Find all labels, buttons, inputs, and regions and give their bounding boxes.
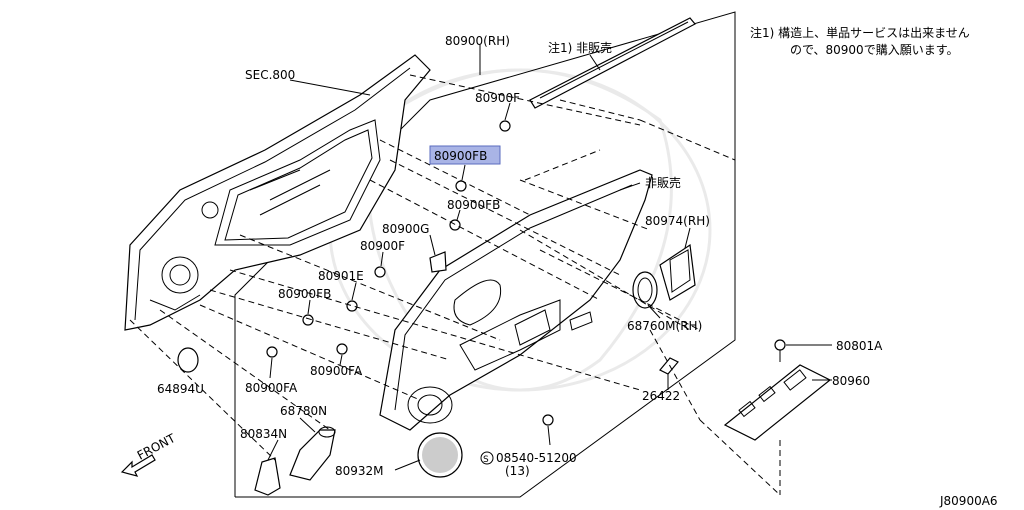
speaker — [632, 271, 658, 309]
label-80900F-mid[interactable]: 80900F — [360, 239, 405, 253]
label-80960[interactable]: 80960 — [832, 374, 870, 388]
weatherstrip — [529, 17, 696, 109]
s-symbol: S — [483, 455, 489, 465]
labels: 注1) 構造上、単品サービスは出来ません ので、80900で購入願います。 SE… — [135, 25, 998, 508]
label-08540[interactable]: 08540-51200 — [496, 451, 577, 465]
label-80974[interactable]: 80974(RH) — [645, 214, 710, 228]
note-line2: ので、80900で購入願います。 — [790, 43, 959, 57]
label-front: FRONT — [135, 431, 178, 463]
speaker-grille — [417, 432, 463, 478]
grommet — [177, 347, 199, 373]
label-64894U[interactable]: 64894U — [157, 382, 204, 396]
alignment-lines — [129, 74, 781, 496]
clip-26422 — [659, 357, 679, 375]
screw-80801A — [774, 339, 786, 362]
label-80932M[interactable]: 80932M — [335, 464, 384, 478]
label-80900FA-right[interactable]: 80900FA — [310, 364, 363, 378]
label-68760M[interactable]: 68760M(RH) — [627, 319, 702, 333]
inside-handle-parts — [254, 426, 336, 496]
label-80801A[interactable]: 80801A — [836, 339, 883, 353]
label-80900FB-highlight[interactable]: 80900FB — [434, 149, 487, 163]
label-80900FA-left[interactable]: 80900FA — [245, 381, 298, 395]
s-symbol-circle — [480, 451, 494, 465]
label-68780N[interactable]: 68780N — [280, 404, 327, 418]
diagram-code: J80900A6 — [939, 494, 998, 508]
speaker-bracket — [659, 243, 696, 301]
front-arrow — [120, 454, 156, 477]
label-80900F-top[interactable]: 80900F — [475, 91, 520, 105]
assembly-boundary — [234, 11, 736, 498]
note-line1: 注1) 構造上、単品サービスは出来ません — [750, 25, 970, 40]
label-08540-qty: (13) — [505, 464, 530, 478]
label-80900G[interactable]: 80900G — [382, 222, 429, 236]
label-not-sold: 非販売 — [645, 175, 681, 190]
leader-lines — [267, 45, 832, 471]
label-80834N[interactable]: 80834N — [240, 427, 287, 441]
switch-panel — [723, 364, 832, 441]
label-26422[interactable]: 26422 — [642, 389, 680, 403]
label-80900-rh[interactable]: 80900(RH) — [445, 34, 510, 48]
label-80900FB-low[interactable]: 80900FB — [278, 287, 331, 301]
label-note-ref: 注1) 非販売 — [548, 40, 612, 55]
label-80901E[interactable]: 80901E — [318, 269, 364, 283]
highlight-box — [429, 145, 501, 165]
label-80900FB-mid[interactable]: 80900FB — [447, 198, 500, 212]
label-sec800[interactable]: SEC.800 — [245, 68, 295, 82]
